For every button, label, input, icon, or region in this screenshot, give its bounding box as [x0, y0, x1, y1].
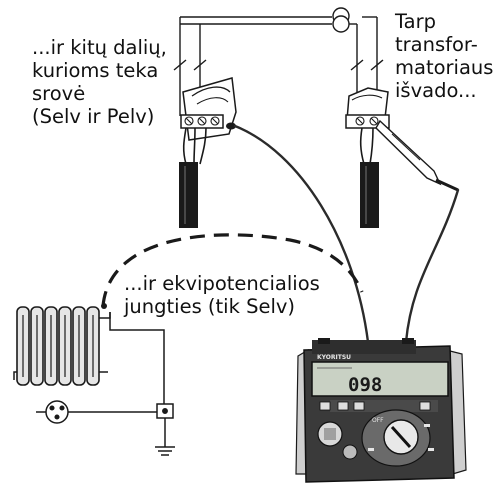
earth-terminal — [109, 312, 175, 456]
left-outlet — [179, 77, 237, 228]
caption-line: srovė — [32, 82, 86, 105]
caption-line: matoriaus — [395, 56, 494, 79]
caption-line: išvado... — [395, 79, 477, 102]
caption-line: ...ir ekvipotencialios — [124, 272, 320, 295]
equipotential-dashed-lead — [101, 233, 364, 307]
meter-display-value: 098 — [348, 374, 382, 396]
meter-brand-label: KYORITSU — [317, 354, 351, 361]
caption-line: Tarp — [395, 10, 437, 33]
caption-equipotential-bonding: ...ir ekvipotencialios jungties (tik Sel… — [124, 272, 320, 318]
caption-line: ...ir kitų dalių, — [32, 36, 167, 59]
caption-line: transfor- — [395, 33, 478, 56]
supply-wiring — [173, 16, 384, 116]
radiator — [13, 303, 111, 386]
transformer-symbol — [332, 7, 350, 33]
caption-line: (Selv ir Pelv) — [32, 105, 155, 128]
tester-meter: KYORITSU 098 OFF — [295, 338, 467, 483]
meter-off-label: OFF — [372, 417, 384, 424]
test-leads — [233, 124, 460, 344]
caption-other-parts: ...ir kitų dalių, kurioms teka srovė (Se… — [32, 36, 167, 128]
caption-transformer-terminal: Tarp transfor- matoriaus išvado... — [395, 10, 493, 102]
right-outlet — [345, 87, 459, 228]
caption-line: jungties (tik Selv) — [124, 295, 296, 318]
water-pipe-symbol — [36, 400, 159, 424]
caption-line: kurioms teka — [32, 59, 159, 82]
